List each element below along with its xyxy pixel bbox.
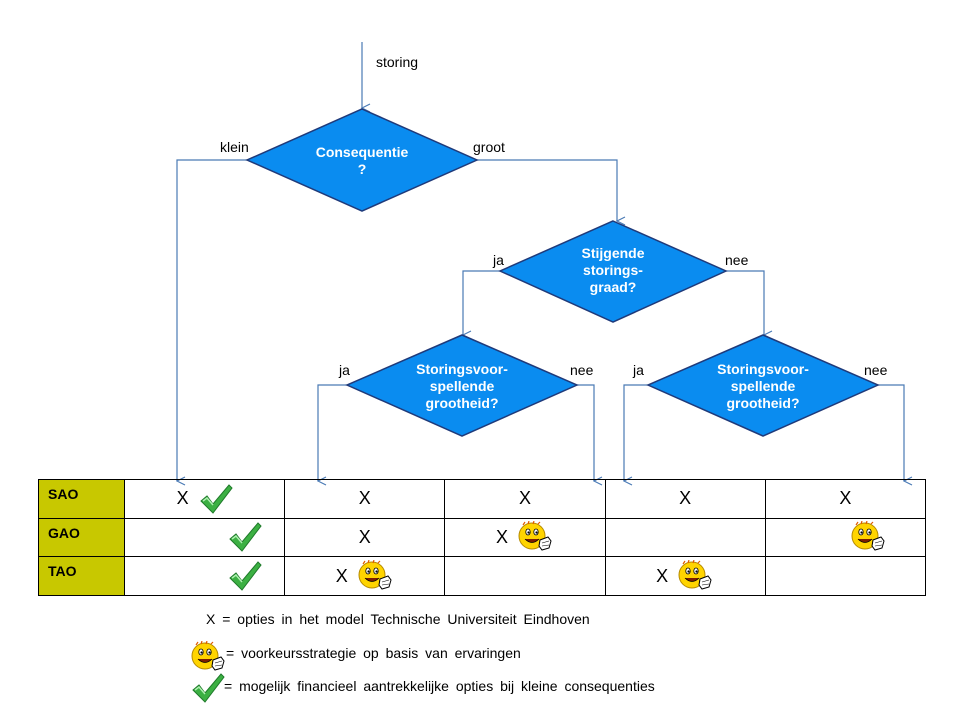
connector-br-nee	[878, 384, 904, 481]
cell-content	[606, 519, 765, 557]
table-row: TAO X X	[38, 556, 927, 596]
legend-smiley-text: = voorkeursstrategie op basis van ervari…	[226, 645, 521, 661]
table-cell: X	[284, 556, 446, 596]
option-x-mark: X	[656, 565, 669, 586]
cell-content	[445, 557, 604, 595]
option-x-mark: X	[358, 488, 371, 509]
table-cell: X	[764, 479, 927, 519]
connector-bl-nee	[577, 384, 594, 481]
option-x-mark: X	[839, 488, 852, 509]
connector-groot	[477, 159, 617, 221]
diamond-text-storingsvoor-right: Storingsvoor- spellende grootheid?	[717, 361, 809, 411]
connector-klein	[177, 159, 247, 481]
smiley-thumb-icon	[678, 560, 714, 592]
table-cell: X	[284, 479, 446, 519]
option-x-mark: X	[495, 526, 508, 547]
label-mid-ja: ja	[493, 252, 504, 268]
label-groot: groot	[473, 139, 505, 155]
cell-content	[766, 557, 925, 595]
table-cell: X	[604, 556, 766, 596]
smiley-thumb-icon	[358, 560, 394, 592]
green-check-icon	[228, 560, 262, 592]
table-cell: X	[284, 517, 446, 558]
decision-diamond-stijgende	[498, 220, 728, 323]
diamond-text-consequentie: Consequentie ?	[315, 144, 409, 177]
label-mid-nee: nee	[725, 252, 749, 268]
table-cell: X	[444, 517, 606, 558]
cell-content	[125, 519, 284, 557]
table-row: SAO X X X X X	[38, 479, 927, 519]
connector-mid-ja	[463, 270, 500, 335]
diamonds	[245, 108, 880, 437]
legend-check-text: = mogelijk financieel aantrekkelijke opt…	[224, 678, 655, 694]
connector-br-ja	[624, 384, 648, 481]
table-cell	[764, 517, 927, 558]
connector-mid-nee	[726, 270, 764, 335]
legend-smiley-icon	[191, 640, 227, 678]
table-cell	[444, 556, 606, 596]
table-cell	[123, 517, 286, 558]
table-row: GAO X X	[38, 517, 927, 558]
green-check-icon	[199, 483, 233, 515]
connector-bl-ja	[318, 384, 347, 481]
table-cell: X	[604, 479, 766, 519]
option-x-mark: X	[358, 526, 371, 547]
option-x-mark: X	[679, 488, 692, 509]
label-br-ja: ja	[633, 362, 644, 378]
label-bl-ja: ja	[339, 362, 350, 378]
option-x-mark: X	[518, 488, 531, 509]
table-cell	[123, 556, 286, 596]
table-cell	[604, 517, 766, 558]
cell-content: X	[606, 480, 765, 518]
row-header: GAO	[38, 517, 125, 558]
cell-content: X	[766, 480, 925, 518]
decision-diamond-consequentie	[245, 108, 479, 212]
decision-diamond-storingsvoor-left	[345, 334, 579, 437]
start-label: storing	[376, 54, 419, 70]
cell-content	[125, 557, 284, 595]
label-klein: klein	[220, 139, 249, 155]
legend-x: X = opties in het model Technische Unive…	[206, 611, 590, 627]
green-check-icon	[228, 521, 262, 553]
table-cell: X	[444, 479, 606, 519]
cell-content: X	[445, 480, 604, 518]
row-header: SAO	[38, 479, 125, 519]
diamond-text-stijgende: Stijgende storings- graad?	[581, 245, 645, 295]
cell-content: X	[606, 557, 765, 595]
cell-content: X	[125, 480, 284, 518]
label-bl-nee: nee	[570, 362, 594, 378]
option-x-mark: X	[176, 488, 189, 509]
cell-content: X	[285, 480, 444, 518]
option-x-mark: X	[335, 565, 348, 586]
cell-content: X	[285, 557, 444, 595]
decision-diamond-storingsvoor-right	[646, 334, 880, 437]
row-header: TAO	[38, 556, 125, 596]
connectors	[177, 42, 904, 481]
table-cell: X	[123, 479, 286, 519]
smiley-thumb-icon	[518, 521, 554, 553]
cell-content: X	[285, 519, 444, 557]
label-br-nee: nee	[864, 362, 888, 378]
cell-content: X	[445, 519, 604, 557]
table-cell	[764, 556, 927, 596]
smiley-thumb-icon	[851, 521, 887, 553]
diamond-text-storingsvoor-left: Storingsvoor- spellende grootheid?	[416, 361, 508, 411]
cell-content	[766, 519, 925, 557]
legend-check-icon	[191, 672, 225, 709]
